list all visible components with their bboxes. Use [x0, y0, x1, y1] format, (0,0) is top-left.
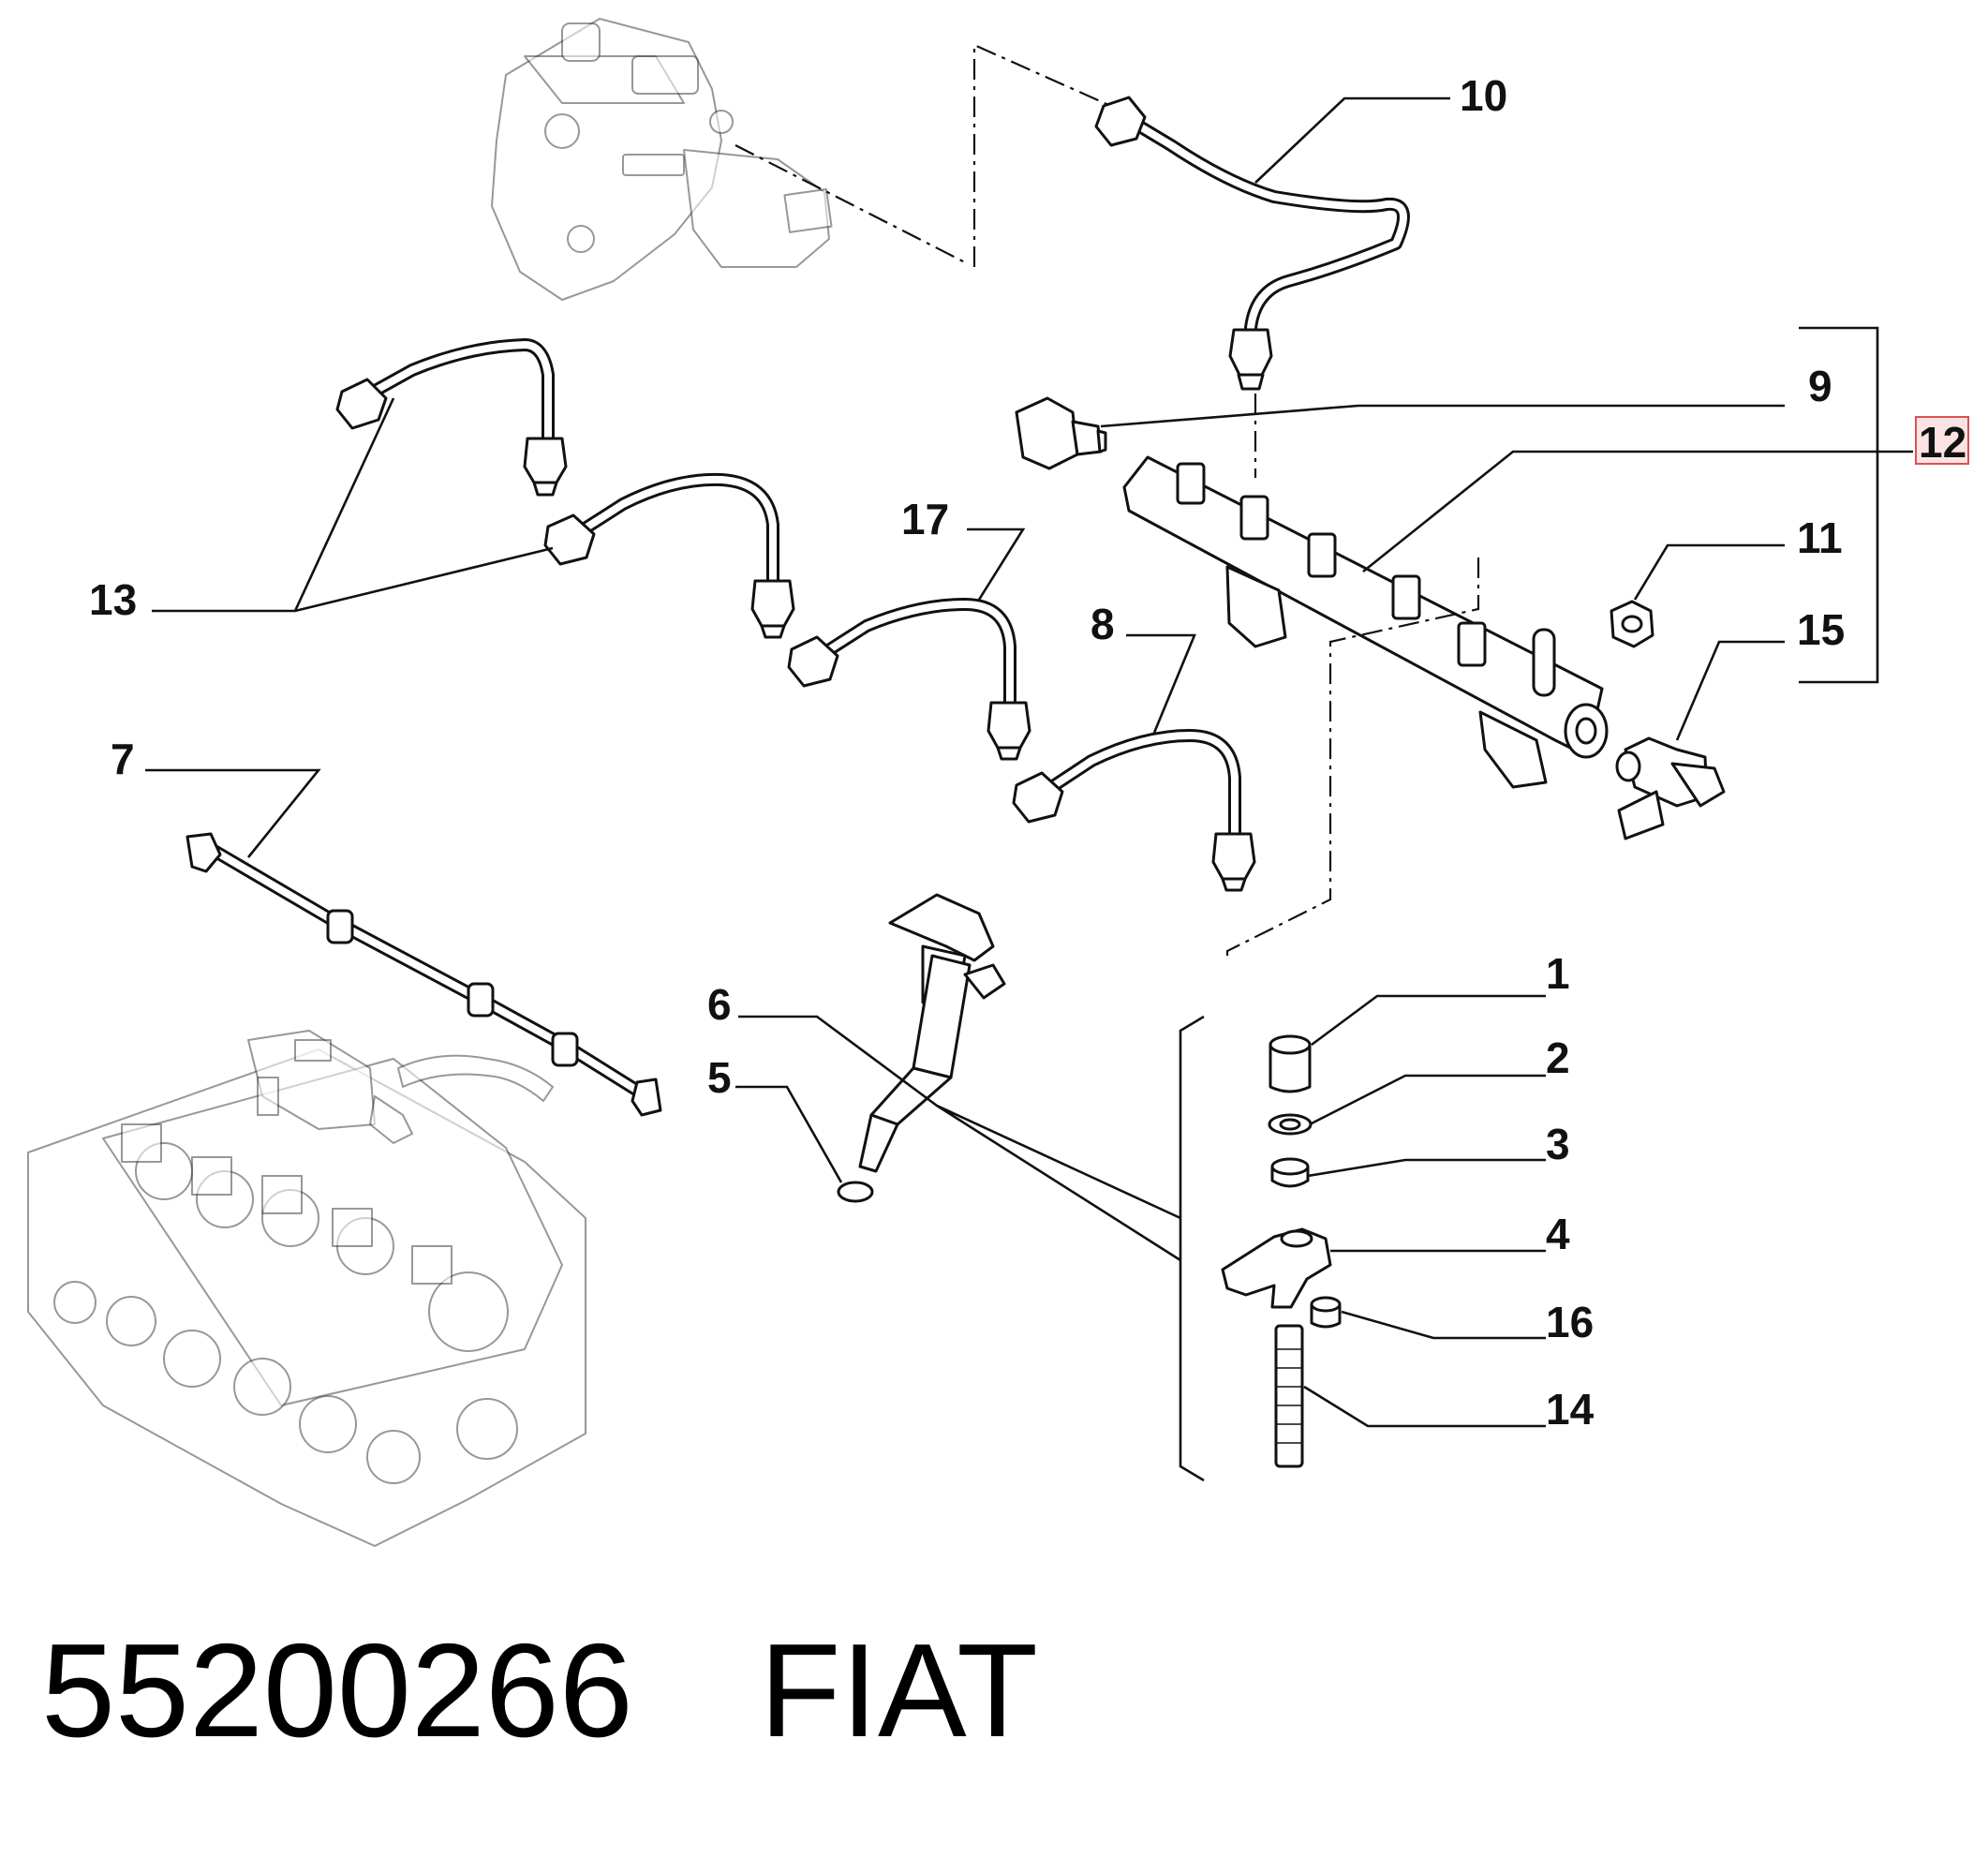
- part-13-injector-pipes: [335, 338, 795, 639]
- part-14-stud: [1274, 1324, 1304, 1468]
- callout-11[interactable]: 11: [1797, 513, 1843, 562]
- brand-name: FIAT: [759, 1616, 1038, 1765]
- callout-5[interactable]: 5: [707, 1053, 732, 1102]
- cylinder-head-illustration: [27, 1048, 586, 1547]
- pump-connection-dashline: [734, 43, 1116, 267]
- part-3-seal: [1270, 1157, 1310, 1188]
- callout-16[interactable]: 16: [1546, 1298, 1594, 1346]
- part-11-nut: [1610, 600, 1654, 648]
- part-17-injector-pipe: [787, 598, 1031, 761]
- callout-3[interactable]: 3: [1546, 1120, 1570, 1168]
- leader-lines: [145, 97, 1913, 1428]
- callout-7[interactable]: 7: [111, 735, 135, 783]
- callout-10[interactable]: 10: [1460, 71, 1507, 120]
- callout-14[interactable]: 14: [1546, 1385, 1595, 1434]
- callout-8[interactable]: 8: [1090, 600, 1115, 648]
- part-9-pressure-sensor: [1015, 396, 1107, 470]
- callout-2[interactable]: 2: [1546, 1033, 1570, 1082]
- callout-6[interactable]: 6: [707, 980, 732, 1029]
- part-1-sleeve: [1268, 1034, 1312, 1093]
- callout-labels: 1 2 3 4 5 6 7 8 9 10 11 12 13 14 15 16 1…: [89, 71, 1969, 1434]
- callout-15[interactable]: 15: [1797, 605, 1845, 654]
- part-15-pressure-valve: [1615, 736, 1726, 840]
- part-number: 55200266: [41, 1616, 633, 1765]
- bracket-12: [1799, 326, 1879, 684]
- callout-13[interactable]: 13: [89, 575, 137, 624]
- part-10-pump-pipe: [1094, 96, 1410, 391]
- injector-rail-dashline: [1225, 557, 1480, 956]
- callout-17[interactable]: 17: [901, 495, 949, 543]
- callout-9[interactable]: 9: [1808, 362, 1832, 410]
- part-16-washer: [1310, 1296, 1342, 1329]
- part-7-return-line: [185, 832, 662, 1117]
- fuel-pump-illustration: [491, 18, 833, 301]
- part-4-clamp: [1221, 1227, 1332, 1309]
- part-5-washer: [837, 1181, 874, 1203]
- footer: 55200266 FIAT: [41, 1616, 1038, 1766]
- common-rail-assembly: [1122, 455, 1609, 789]
- part-6-injector: [858, 893, 1006, 1173]
- return-valve-illustration: [247, 1030, 554, 1144]
- callout-12[interactable]: 12: [1919, 418, 1966, 467]
- part-8-injector-pipe: [1012, 729, 1256, 892]
- callout-12-highlight: [1915, 416, 1969, 465]
- callout-1[interactable]: 1: [1546, 949, 1570, 998]
- part-2-washer: [1268, 1113, 1313, 1136]
- callout-4[interactable]: 4: [1546, 1210, 1570, 1258]
- bracket-injector-kit: [1179, 1015, 1205, 1482]
